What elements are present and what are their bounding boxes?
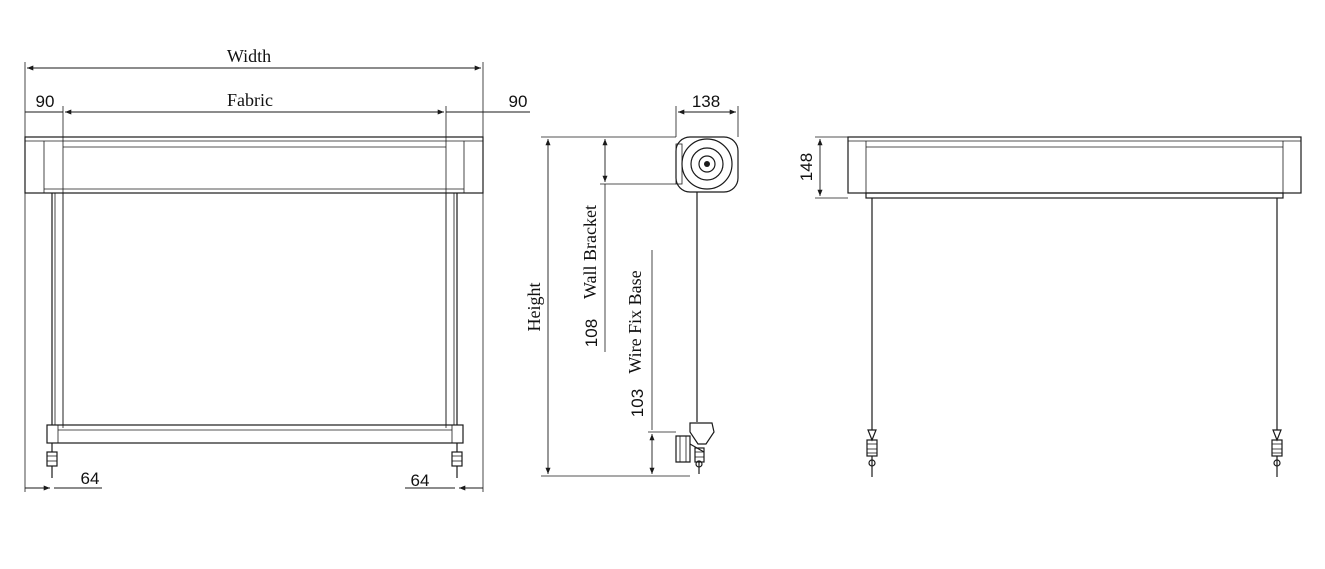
front-bottom-bar bbox=[46, 424, 464, 444]
back-height-label: 148 bbox=[797, 153, 816, 181]
front-tensioner-right bbox=[451, 443, 463, 478]
wire-fix-label: Wire Fix Base bbox=[625, 270, 645, 373]
top-dim-label: 138 bbox=[692, 92, 720, 111]
front-view: Width Fabric 90 90 bbox=[24, 46, 530, 492]
bottom-dimensions: 64 64 bbox=[24, 193, 484, 492]
side-cassette bbox=[675, 136, 739, 193]
side-view: 138 Height Wall B bbox=[524, 92, 739, 477]
back-148-dimension: 148 bbox=[797, 136, 848, 199]
front-tensioner-left bbox=[46, 443, 58, 478]
front-guide-wires bbox=[51, 193, 458, 425]
bottom-right-label: 64 bbox=[411, 471, 430, 490]
width-dimension: Width bbox=[24, 46, 484, 138]
back-tensioner-right bbox=[1271, 429, 1283, 477]
height-label: Height bbox=[524, 283, 544, 332]
wall-bracket-value: 108 bbox=[582, 319, 601, 347]
back-view: 148 bbox=[797, 136, 1302, 477]
fabric-panel bbox=[62, 192, 447, 426]
wall-bracket-dimension: Wall Bracket 108 bbox=[580, 139, 676, 352]
back-tensioner-left bbox=[866, 429, 878, 477]
wire-fix-dimension: Wire Fix Base 103 bbox=[625, 250, 676, 474]
back-cassette bbox=[847, 136, 1302, 199]
height-dimension: Height bbox=[524, 136, 690, 477]
bottom-left-label: 64 bbox=[81, 469, 100, 488]
right-margin-label: 90 bbox=[509, 92, 528, 111]
wire-fix-value: 103 bbox=[628, 389, 647, 417]
front-cassette bbox=[24, 136, 484, 194]
wall-bracket-label: Wall Bracket bbox=[580, 205, 600, 299]
side-wire-fix-base bbox=[675, 422, 715, 474]
top-138-dimension: 138 bbox=[675, 92, 739, 137]
left-margin-label: 90 bbox=[36, 92, 55, 111]
width-label: Width bbox=[227, 46, 271, 66]
fabric-label: Fabric bbox=[227, 90, 273, 110]
